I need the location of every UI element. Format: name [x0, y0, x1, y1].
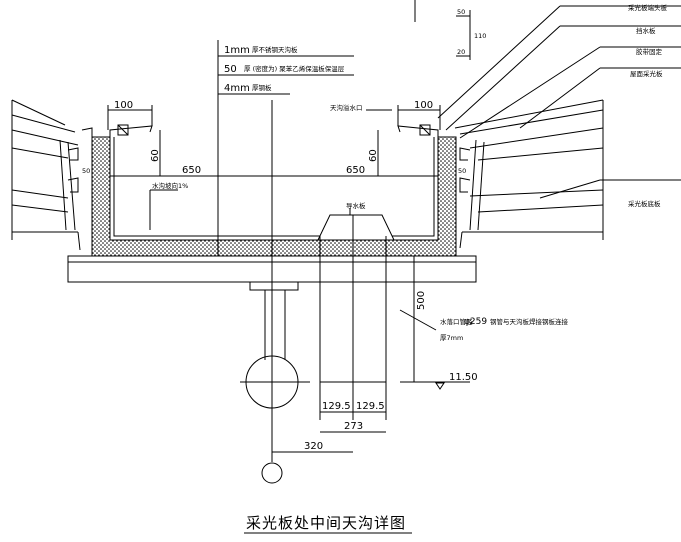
elevation-value: 11.50 — [449, 372, 478, 383]
layer-2-description: 厚 (密度为) 聚苯乙烯保温板保温层 — [244, 64, 345, 73]
layer-leaders — [217, 40, 354, 256]
layer-3-thickness: 4mm — [224, 83, 250, 94]
dim-top-50: 50 — [457, 8, 465, 16]
label-pipe-spec: φ259 — [464, 317, 487, 327]
dim-depth-left: 60 — [150, 149, 161, 162]
label-pipe-desc: 钢管与天沟板焊接钢板连接 — [490, 317, 569, 326]
label-skylight-base: 采光板底板 — [628, 199, 661, 208]
support — [240, 100, 310, 484]
drawing-title: 采光板处中间天沟详图 — [246, 514, 406, 532]
dim-flange-left: 100 — [114, 100, 133, 111]
frame-lines — [414, 0, 681, 181]
dim-offset: 320 — [304, 441, 323, 452]
label-water-stop: 挡水板 — [636, 26, 656, 35]
dim-wall-left: 50 — [82, 167, 90, 175]
dim-height-500: 500 — [416, 291, 427, 310]
layer-3-description: 厚钢板 — [252, 83, 272, 92]
label-drain-board: 导水板 — [346, 201, 366, 210]
dim-width-left: 650 — [182, 165, 201, 176]
label-roof-skylight: 屋面采光板 — [630, 69, 663, 78]
dim-half-width-right: 129.5 — [356, 401, 385, 412]
top-small-dims — [456, 10, 471, 60]
elevation-marker — [435, 382, 445, 390]
downpipe — [319, 215, 387, 420]
dim-width-right: 650 — [346, 165, 365, 176]
dim-top-20: 20 — [457, 48, 465, 56]
label-thickness: 厚7mm — [440, 334, 463, 342]
callout-leaders — [149, 5, 601, 331]
label-overflow: 天沟溢水口 — [330, 103, 363, 112]
gutter-insulation — [91, 136, 457, 257]
layer-1-thickness: 1mm — [224, 45, 250, 56]
dim-depth-right: 60 — [368, 149, 379, 162]
label-end-panel: 采光板端头板 — [628, 3, 668, 12]
dimension-lines — [107, 105, 470, 453]
label-water-outlet: 水落口管径 — [440, 317, 473, 326]
dim-top-110: 110 — [474, 32, 486, 40]
dim-wall-right: 50 — [458, 167, 466, 175]
dim-half-width-left: 129.5 — [322, 401, 351, 412]
dim-full-width: 273 — [344, 421, 363, 432]
right-roof-panel — [454, 99, 604, 249]
dim-flange-right: 100 — [414, 100, 433, 111]
layer-2-thickness: 50 — [224, 64, 237, 75]
label-tape-fixing: 胶带固定 — [636, 47, 663, 56]
label-insulation-slope: 水沟坡向1% — [152, 181, 188, 190]
left-roof-panel — [11, 99, 93, 251]
drain-collar — [317, 214, 395, 241]
layer-1-description: 厚不锈钢天沟板 — [252, 45, 298, 54]
gutter-flanges — [109, 124, 439, 137]
